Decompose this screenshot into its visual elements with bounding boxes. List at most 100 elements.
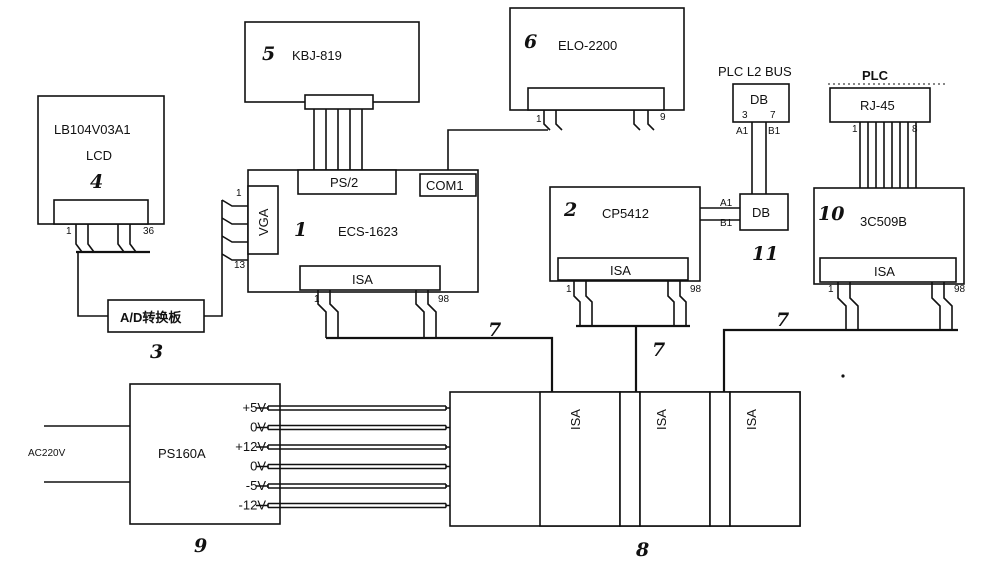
- plc-bus-title: PLC L2 BUS: [718, 64, 792, 79]
- plc-rj45: PLC RJ-45 1 8: [828, 68, 948, 135]
- vga-label: VGA: [256, 208, 271, 236]
- power-supply: PS160A 9 AC220V: [28, 383, 281, 557]
- vga-pin-end: 13: [234, 260, 246, 271]
- plc-title: PLC: [862, 68, 889, 83]
- vga-pin-start: 1: [236, 188, 242, 199]
- ecs-isa-slot: [299, 265, 441, 291]
- cp-number: 2: [563, 199, 577, 221]
- power-rail-wire: [256, 502, 462, 509]
- power-rail-wire: [256, 405, 462, 411]
- ecs-isa-pin-end: 98: [438, 294, 450, 305]
- vga-port: [247, 185, 279, 255]
- backplane-slot-3-label: ISA: [744, 409, 759, 430]
- nic-pin-end: 98: [954, 284, 966, 295]
- cp-isa-pins: [573, 280, 687, 326]
- ad-number: 3: [150, 341, 163, 363]
- lcd-pins: [75, 224, 137, 253]
- com1-port: [419, 173, 477, 197]
- backplane-slot-2-label: ISA: [654, 409, 669, 430]
- kbj-connector: [304, 94, 374, 110]
- nic-bus-line: [722, 328, 958, 392]
- psu-rail-label: +12V: [235, 439, 266, 454]
- nic-isa-pins: [837, 282, 953, 330]
- rj45-pin-start: 1: [852, 124, 858, 135]
- com1-label: COM1: [426, 178, 464, 193]
- psu-model: PS160A: [158, 446, 206, 461]
- rj45-box: [829, 87, 931, 123]
- rj45-pin-end: 8: [912, 124, 918, 135]
- psu-number: 9: [194, 535, 207, 557]
- nic-isa-label: ISA: [874, 264, 895, 279]
- bus-label-1: 7: [488, 319, 501, 341]
- kbj-number: 5: [262, 43, 275, 65]
- rj45-cable: [859, 122, 917, 188]
- plc-bus-pin3: 3: [742, 110, 748, 121]
- keyboard-module: 5 KBJ-819: [244, 21, 420, 110]
- backplane-slot-gap-1: [619, 391, 641, 527]
- plc-bus-db-label: DB: [750, 92, 768, 107]
- ad-board: A/D转换板 3: [107, 299, 205, 363]
- ps2-label: PS/2: [330, 175, 358, 190]
- kbj-model: KBJ-819: [292, 48, 342, 63]
- plc-bus-a1: A1: [736, 126, 749, 137]
- nic-card: 10 3C509B ISA 1 98: [813, 187, 966, 295]
- lcd-pin-start: 1: [66, 226, 72, 237]
- vga-pins: [221, 199, 248, 261]
- lcd-number: 4: [90, 171, 103, 193]
- psu-rail-label: +5V: [243, 400, 267, 415]
- bus-label-3: 7: [776, 309, 789, 331]
- ecs-isa-pins: [317, 290, 437, 338]
- power-rail-wire: [256, 444, 462, 450]
- power-rail-wire: [256, 483, 462, 489]
- psu-rail-label: -12V: [239, 498, 267, 513]
- main-board: VGA PS/2 COM1 1 ECS-1623 ISA 1 13 1 98: [234, 169, 479, 305]
- nic-isa-slot: [819, 257, 957, 283]
- db11-number: 11: [752, 243, 778, 265]
- psu-box: [129, 383, 281, 525]
- ecs-isa-label: ISA: [352, 272, 373, 287]
- cp-isa-label: ISA: [610, 263, 631, 278]
- elo-to-com1-wire: [447, 129, 548, 178]
- bus-label-2: 7: [652, 339, 665, 361]
- elo-number: 6: [524, 31, 537, 53]
- ad-box: [107, 299, 205, 333]
- cp-to-db-wires: [700, 207, 740, 221]
- plc-bus-pin7: 7: [770, 110, 776, 121]
- nic-number: 10: [818, 203, 844, 225]
- power-rail-wire: [256, 424, 462, 431]
- lcd-to-ad-wire: [77, 252, 108, 317]
- lcd-model: LB104V03A1: [54, 122, 131, 137]
- touchscreen-module: 6 ELO-2200 1 9: [509, 7, 685, 125]
- elo-pin-end: 9: [660, 112, 666, 123]
- backplane-slot-3: [729, 391, 801, 527]
- cp-b1: B1: [720, 218, 733, 229]
- profibus-connector: PLC L2 BUS DB 3 7 A1 B1 DB 11: [718, 64, 792, 265]
- ecs-model: ECS-1623: [338, 224, 398, 239]
- cp-pin-start: 1: [566, 284, 572, 295]
- elo-connector: [527, 87, 665, 111]
- backplane-slot-2: [639, 391, 711, 527]
- backplane-slot-1: [539, 391, 621, 527]
- nic-model: 3C509B: [860, 214, 907, 229]
- power-rail-wires: [256, 405, 462, 509]
- db11-box: [739, 193, 789, 231]
- ac-input-label: AC220V: [28, 448, 66, 459]
- cp-a1: A1: [720, 198, 733, 209]
- cp-pin-end: 98: [690, 284, 702, 295]
- elo-pins: [543, 110, 655, 131]
- ecs-bus-line: [326, 336, 554, 392]
- lcd-module: LB104V03A1 LCD 4 1 36: [37, 95, 165, 237]
- ac-input-wires: [44, 425, 130, 483]
- cp5412-card: 2 CP5412 ISA 1 98 A1 B1: [549, 186, 733, 295]
- ps2-port: [297, 169, 397, 195]
- isa-backplane: ISA ISA ISA 8: [449, 391, 801, 561]
- rj45-label: RJ-45: [860, 98, 895, 113]
- kbj-cable: [313, 109, 363, 170]
- ad-to-vga-wire: [204, 200, 223, 317]
- nic-pin-start: 1: [828, 284, 834, 295]
- elo-pin-start: 1: [536, 114, 542, 125]
- plc-bus-db: [732, 83, 790, 123]
- backplane-slot-gap-2: [709, 391, 731, 527]
- cp-isa-slot: [557, 257, 689, 281]
